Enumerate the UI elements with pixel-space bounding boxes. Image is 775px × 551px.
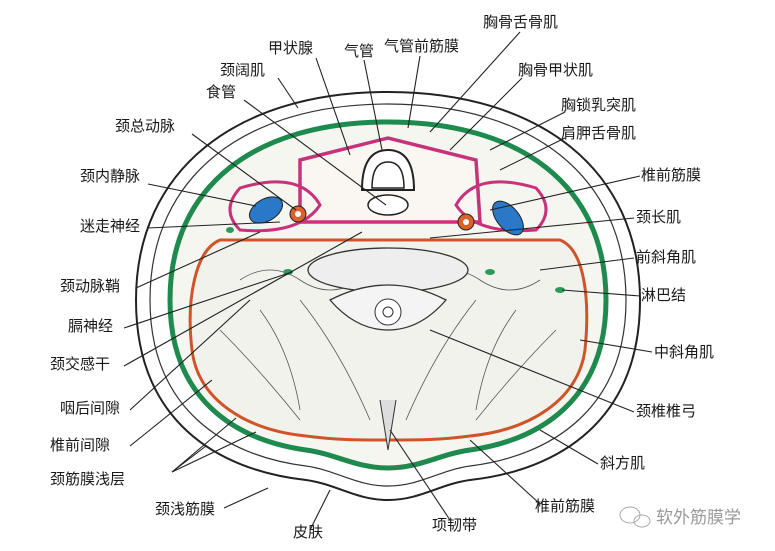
label-sternocleidomastoid: 胸锁乳突肌: [561, 96, 636, 114]
label-sternohyoid: 胸骨舌骨肌: [483, 13, 558, 31]
label-pretracheal-fascia: 气管前筋膜: [384, 37, 459, 55]
label-vagus: 迷走神经: [80, 217, 140, 235]
label-esophagus: 食管: [206, 83, 236, 101]
carotid-sheath-right: [454, 180, 548, 233]
lymph-nodes: [226, 227, 565, 293]
wechat-logo-icon: [619, 506, 651, 528]
label-prevertebral-fascia-bottom: 椎前筋膜: [535, 497, 595, 515]
label-retropharyngeal-space: 咽后间隙: [60, 399, 120, 417]
label-phrenic: 膈神经: [68, 317, 113, 335]
label-longus-colli: 颈长肌: [636, 208, 681, 226]
label-carotid-sheath: 颈动脉鞘: [60, 277, 120, 295]
label-nuchal-ligament: 项韧带: [432, 516, 477, 534]
spinal-canal: [382, 306, 394, 318]
label-lymph-node: 淋巴结: [641, 286, 686, 304]
esophagus: [367, 194, 409, 216]
internal-jugular-vein-left: [248, 196, 284, 224]
label-omohyoid: 肩胛舌骨肌: [561, 124, 636, 142]
carotid-lumen: [463, 219, 469, 225]
spinal-cord: [374, 298, 402, 326]
label-internal-jugular: 颈内静脉: [80, 167, 140, 185]
label-common-carotid: 颈总动脉: [115, 117, 175, 135]
label-superficial-layer: 颈筋膜浅层: [50, 470, 125, 488]
label-platysma: 颈阔肌: [220, 61, 265, 79]
label-superficial-fascia: 颈浅筋膜: [155, 500, 215, 518]
label-thyroid: 甲状腺: [268, 39, 313, 57]
label-prevertebral-space: 椎前间隙: [50, 436, 110, 454]
carotid-sheath-left: [228, 180, 322, 233]
leader-lines: [123, 31, 653, 531]
label-middle-scalene: 中斜角肌: [654, 343, 714, 361]
label-skin: 皮肤: [293, 523, 323, 541]
label-trachea: 气管: [344, 42, 374, 60]
label-prevertebral-fascia-right: 椎前筋膜: [641, 166, 701, 184]
label-sympathetic-trunk: 颈交感干: [50, 355, 110, 373]
superficial-fascia-line: [149, 103, 627, 487]
watermark-text: 软外筋膜学: [656, 508, 741, 528]
nuchal-ligament: [379, 399, 397, 451]
trachea: [360, 148, 416, 191]
carotid-lumen: [295, 211, 301, 217]
label-vertebral-arch: 颈椎椎弓: [636, 402, 696, 420]
label-anterior-scalene: 前斜角肌: [636, 248, 696, 266]
trachea-lumen: [371, 161, 405, 189]
internal-jugular-vein-right: [492, 200, 524, 236]
label-sternothyroid: 胸骨甲状肌: [518, 61, 593, 79]
label-trapezius: 斜方肌: [600, 454, 645, 472]
